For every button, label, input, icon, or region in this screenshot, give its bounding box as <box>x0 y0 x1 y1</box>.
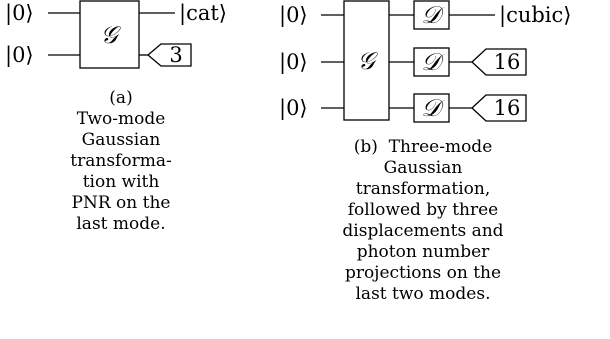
caption-b-line: photon number <box>356 242 490 262</box>
caption-a-line: transforma- <box>70 151 172 171</box>
b-pnr-value-2: 16 <box>494 96 521 120</box>
b-pnr-value-1: 16 <box>494 50 521 74</box>
b-input-ket-1: |0⟩ <box>279 3 308 28</box>
caption-b-line: followed by three <box>347 200 499 220</box>
a-input-ket-2: |0⟩ <box>5 43 34 68</box>
b-displacement-label-3: 𝒟 <box>421 94 445 122</box>
caption-a-line: Gaussian <box>81 130 161 150</box>
a-input-ket-1: |0⟩ <box>5 1 34 26</box>
caption-a-line: PNR on the <box>71 193 171 213</box>
caption-a-line: Two-mode <box>76 109 166 129</box>
b-displacement-box-2 <box>413 47 450 77</box>
a-pnr-detector-shape <box>146 43 192 67</box>
a-output-ket: |cat⟩ <box>179 1 227 26</box>
caption-b-line: projections on the <box>344 263 502 283</box>
caption-b-line: Gaussian <box>383 158 463 178</box>
b-output-ket: |cubic⟩ <box>499 3 571 28</box>
caption-b-line: last two modes. <box>355 284 491 304</box>
caption-b-line: displacements and <box>342 221 504 241</box>
b-input-ket-3: |0⟩ <box>279 96 308 121</box>
b-displacement-label-2: 𝒟 <box>421 48 445 76</box>
caption-a-line: (a) <box>109 88 133 108</box>
b-pnr-detector-shape-1 <box>471 48 527 76</box>
caption-a-line: last mode. <box>76 214 166 234</box>
caption-b: (b) Three-mode Gaussian transformation, … <box>332 137 514 305</box>
b-input-ket-2: |0⟩ <box>279 50 308 75</box>
caption-b-line: transformation, <box>355 179 491 199</box>
b-gaussian-gate-box <box>343 0 390 121</box>
b-displacement-label-1: 𝒟 <box>421 1 445 29</box>
caption-b-line: (b) Three-mode <box>353 137 493 157</box>
a-gaussian-gate-box <box>79 0 140 69</box>
a-pnr-value: 3 <box>169 43 182 67</box>
b-gaussian-gate-label: 𝒢 <box>357 47 378 75</box>
a-gaussian-gate-label: 𝒢 <box>100 21 121 49</box>
b-displacement-box-3 <box>413 93 450 123</box>
b-displacement-box-1 <box>413 0 450 30</box>
b-pnr-detector-shape-2 <box>471 94 527 122</box>
caption-a: (a) Two-mode Gaussian transforma- tion w… <box>58 88 184 235</box>
caption-a-line: tion with <box>82 172 160 192</box>
